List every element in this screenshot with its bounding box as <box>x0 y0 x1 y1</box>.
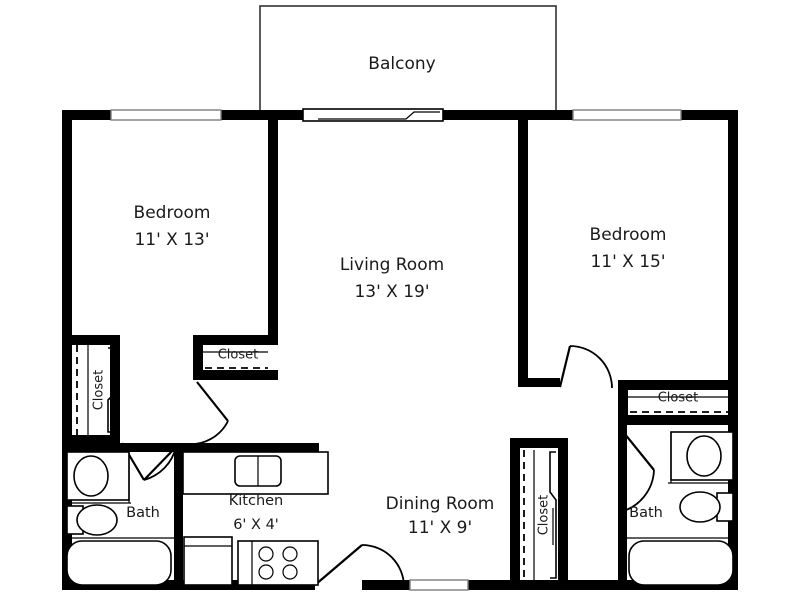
closet-bedroom-left-top: Closet <box>203 337 268 369</box>
bedroom-right-dims: 11' X 15' <box>590 252 665 272</box>
interior-walls <box>62 110 738 590</box>
dining-room-name: Dining Room <box>386 494 495 514</box>
toilet-bath-left <box>66 504 118 536</box>
closet-label-bedroom-right: Closet <box>658 391 699 406</box>
kitchen-dims: 6' X 4' <box>233 517 279 533</box>
window-dining <box>409 579 469 591</box>
bedroom-right-name: Bedroom <box>590 225 667 245</box>
closet-label-dining: Closet <box>537 495 552 536</box>
door-bath-right <box>619 427 655 513</box>
bedroom-left-name: Bedroom <box>134 203 211 223</box>
door-bedroom-right <box>558 345 613 389</box>
living-room-name: Living Room <box>340 255 444 275</box>
window-bedroom-left <box>110 109 222 121</box>
living-room-dims: 13' X 19' <box>354 282 429 302</box>
dining-room-dims: 11' X 9' <box>408 518 472 538</box>
balcony-outline <box>259 5 557 112</box>
sink-bath-right <box>686 435 722 477</box>
bathtub-right <box>628 540 734 586</box>
bath-right-fixtures <box>627 431 738 586</box>
closet-label-bedroom-left-top: Closet <box>218 348 259 363</box>
bathtub-left <box>66 540 172 586</box>
door-bedroom-left <box>185 381 229 446</box>
dishwasher <box>183 536 233 586</box>
kitchen-fixtures <box>182 451 329 586</box>
door-swings <box>121 345 655 587</box>
bath-right-name: Bath <box>629 505 663 521</box>
window-bedroom-right <box>572 109 682 121</box>
bath-left-name: Bath <box>126 505 160 521</box>
sliding-door-balcony <box>302 108 444 122</box>
toilet-bath-right <box>679 491 734 523</box>
closet-bedroom-right: Closet <box>628 382 733 413</box>
sink-bath-left <box>73 455 109 497</box>
balcony-label: Balcony <box>368 54 435 74</box>
stove <box>237 540 319 586</box>
closet-bedroom-left-vertical: Closet <box>76 345 115 435</box>
door-bath-left <box>121 442 177 481</box>
entry-door <box>314 544 405 587</box>
bath-left-fixtures <box>62 451 174 586</box>
kitchen-name: Kitchen <box>229 493 284 509</box>
windows-group <box>110 109 682 591</box>
balcony-area: Balcony <box>259 5 557 112</box>
closet-dining: Closet <box>523 450 557 585</box>
room-labels: Bedroom 11' X 13' Living Room 13' X 19' … <box>126 203 666 538</box>
bedroom-left-dims: 11' X 13' <box>134 230 209 250</box>
closet-label-bedroom-left-vertical: Closet <box>92 370 107 411</box>
